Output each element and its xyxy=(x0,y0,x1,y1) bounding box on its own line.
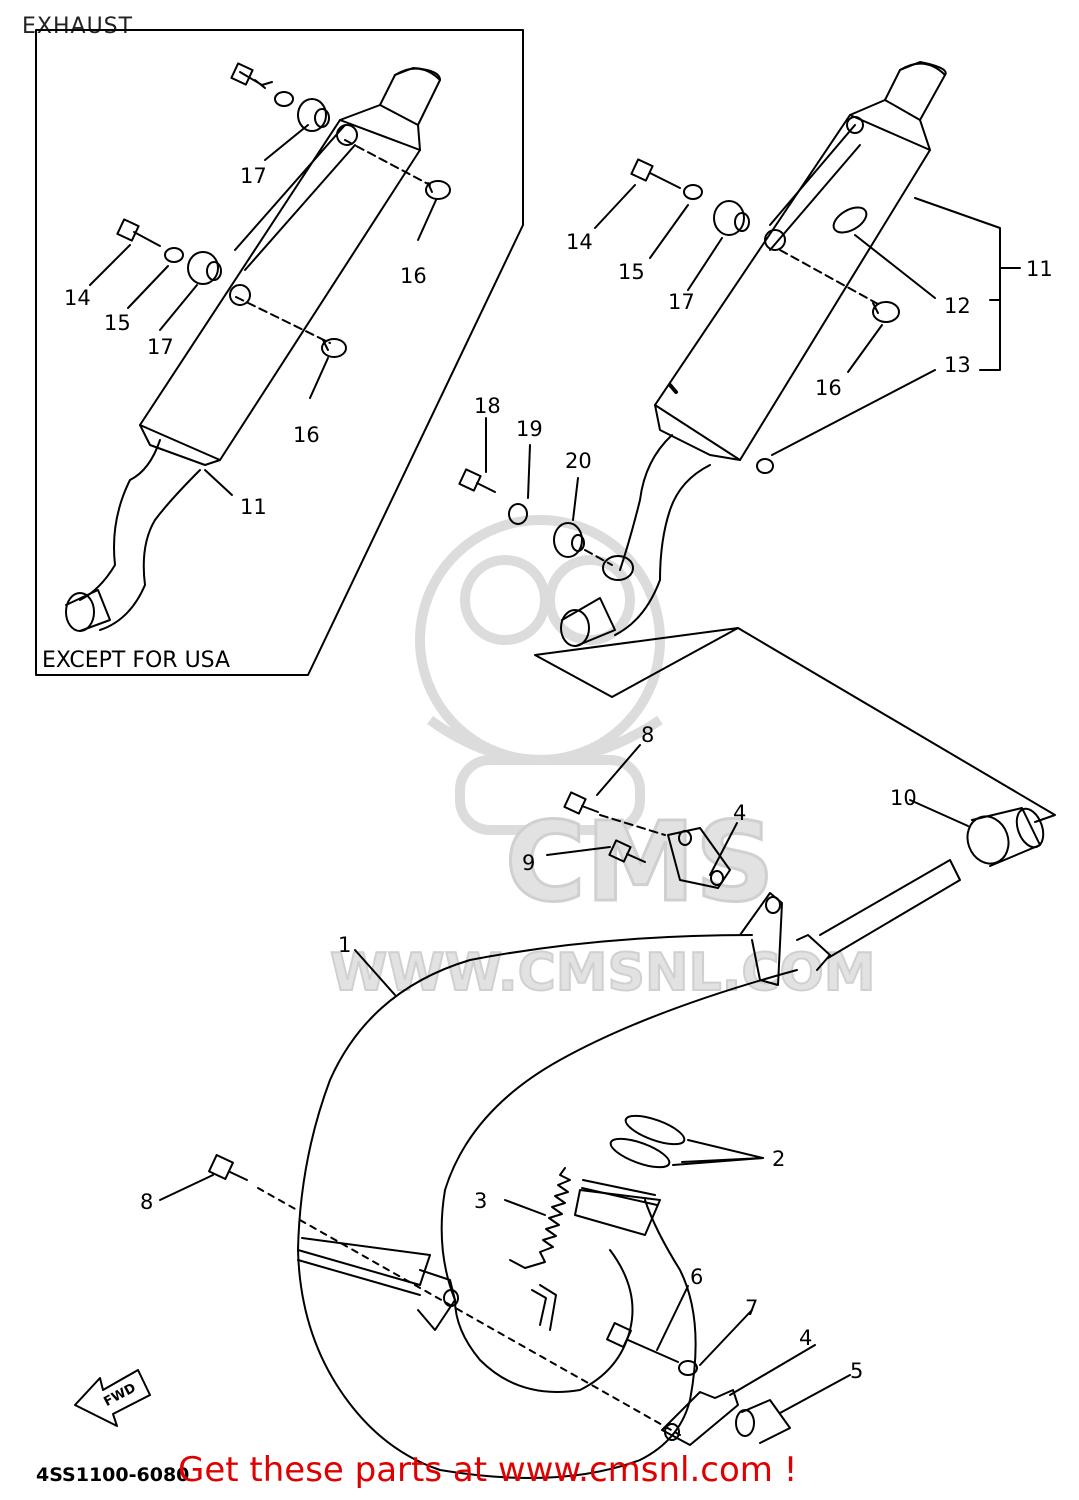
callout-11: 11 xyxy=(1026,257,1053,281)
watermark-url: WWW.CMSNL.COM xyxy=(330,943,875,1003)
inset-leaders xyxy=(89,124,437,496)
callout-inset-14: 14 xyxy=(64,286,91,310)
inset-frame xyxy=(35,29,524,676)
callout-15: 15 xyxy=(618,260,645,284)
callout-7: 7 xyxy=(745,1296,758,1320)
inset-label: EXCEPT FOR USA xyxy=(42,648,230,673)
main-leaders xyxy=(159,744,969,1414)
callout-numbers: 17 16 14 15 17 16 11 14 15 17 11 12 16 1… xyxy=(64,164,1053,1383)
callout-12: 12 xyxy=(944,294,971,318)
mount-hardware xyxy=(563,791,1045,889)
bolt-8-bottom xyxy=(208,1154,234,1180)
callout-inset-16a: 16 xyxy=(400,264,427,288)
callout-5: 5 xyxy=(850,1359,863,1383)
fwd-label: FWD xyxy=(101,1381,138,1410)
callout-inset-16b: 16 xyxy=(293,423,320,447)
callout-20: 20 xyxy=(565,449,592,473)
callout-8b: 8 xyxy=(140,1190,153,1214)
inset-hardware xyxy=(116,62,451,358)
callout-6: 6 xyxy=(690,1265,703,1289)
diagram-code: 4SS1100-6080 xyxy=(36,1464,190,1486)
silencer-hardware xyxy=(458,158,900,566)
page-title: EXHAUST xyxy=(22,14,134,39)
bottom-hardware xyxy=(606,1322,791,1446)
watermark-brand: CMS xyxy=(505,798,774,926)
callout-1: 1 xyxy=(338,933,351,957)
bolt-8-bottom-thread xyxy=(229,1171,248,1181)
inset-muffler xyxy=(65,67,441,632)
callout-inset-17a: 17 xyxy=(240,164,267,188)
callout-8a: 8 xyxy=(641,723,654,747)
callout-2: 2 xyxy=(772,1147,785,1171)
o-rings xyxy=(609,1114,764,1169)
joint-guide xyxy=(534,627,1056,823)
callout-3: 3 xyxy=(474,1189,487,1213)
bracket-11-12-13 xyxy=(914,197,1021,371)
fwd-arrow-icon xyxy=(74,1369,151,1427)
callout-4a: 4 xyxy=(733,801,746,825)
watermark: CMS WWW.CMSNL.COM xyxy=(329,515,876,1004)
callout-inset-17b: 17 xyxy=(147,335,174,359)
callout-inset-15: 15 xyxy=(104,311,131,335)
callout-inset-11: 11 xyxy=(240,495,267,519)
spring xyxy=(509,1167,571,1269)
silencer-leaders xyxy=(485,184,936,521)
callout-9: 9 xyxy=(522,851,535,875)
callout-13: 13 xyxy=(944,353,971,377)
callout-17: 17 xyxy=(668,290,695,314)
callout-16: 16 xyxy=(815,376,842,400)
promo-link[interactable]: Get these parts at www.cmsnl.com ! xyxy=(178,1450,798,1490)
callout-19: 19 xyxy=(516,417,543,441)
silencer xyxy=(560,61,947,647)
exhaust-pipe xyxy=(297,859,961,1479)
callout-14: 14 xyxy=(566,230,593,254)
callout-10: 10 xyxy=(890,786,917,810)
callout-4b: 4 xyxy=(799,1326,812,1350)
callout-18: 18 xyxy=(474,394,501,418)
